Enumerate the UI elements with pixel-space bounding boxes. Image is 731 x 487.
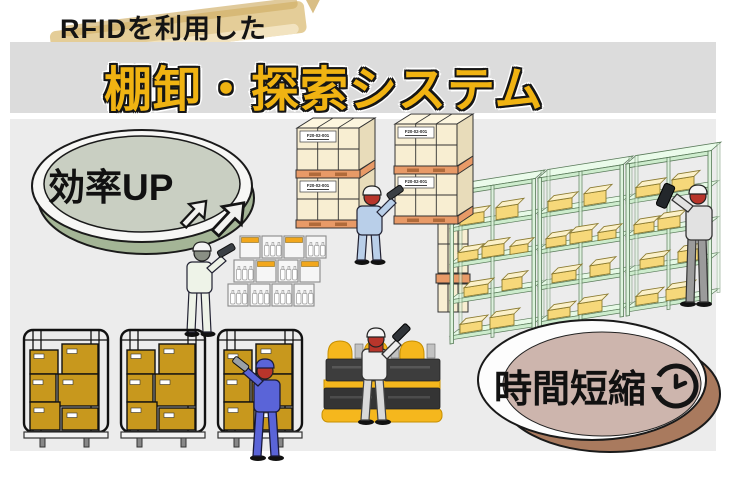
roll-cage-scene xyxy=(22,328,304,461)
helmet xyxy=(688,184,708,195)
worker-torso xyxy=(356,205,383,236)
worker-scanning-shelves xyxy=(655,182,713,307)
brush-streak xyxy=(63,0,298,37)
brush-tail xyxy=(305,0,326,14)
cap xyxy=(255,358,275,369)
worker-arm xyxy=(206,255,227,274)
worker-scanning-pallets xyxy=(354,184,404,265)
worker-arm xyxy=(376,197,397,218)
helmet xyxy=(192,241,212,252)
worker-scanning-cages xyxy=(232,356,284,461)
worker-arm xyxy=(381,339,402,360)
rfid-reader xyxy=(216,243,236,258)
up-right-arrows-icon xyxy=(179,199,246,238)
crate-grid xyxy=(227,235,327,307)
worker-torso xyxy=(253,379,281,413)
helmet xyxy=(366,327,386,338)
rfid-reader xyxy=(386,184,404,200)
crate-lid xyxy=(301,261,319,267)
crate-lid xyxy=(257,261,275,267)
worker-torso xyxy=(186,261,213,294)
badge-face xyxy=(502,331,702,437)
slide-subtitle: RFIDを利用した xyxy=(60,14,267,44)
worker-torso xyxy=(685,205,713,241)
rfid-reader xyxy=(232,356,250,372)
worker-leg xyxy=(370,231,382,261)
worker-scanning-forklift xyxy=(358,323,411,425)
efficiency-badge-label: 効率UP xyxy=(48,167,173,208)
badge-face xyxy=(43,135,241,233)
title-band xyxy=(10,42,716,113)
clock-icon xyxy=(651,363,699,409)
crate-lid xyxy=(285,237,303,243)
rfid-reader xyxy=(392,323,411,342)
helmet xyxy=(362,185,382,196)
worker-arm xyxy=(671,193,694,213)
worker-scanning-crates xyxy=(184,241,236,337)
forklift-scene xyxy=(321,323,443,425)
efficiency-badge: 効率UP xyxy=(31,129,255,255)
crate-lid xyxy=(241,237,259,243)
slide-title: 棚卸・探索システム xyxy=(104,64,544,117)
rfid-reader xyxy=(655,182,676,209)
pallet-stack-scene: F20-02-001 F20-02-001 xyxy=(295,113,474,265)
time-badge-label: 時間短縮 xyxy=(494,369,646,411)
time-badge: 時間短縮 xyxy=(477,319,721,453)
shelf-rack-scene xyxy=(449,141,722,345)
bottle-crate-scene xyxy=(184,235,327,337)
